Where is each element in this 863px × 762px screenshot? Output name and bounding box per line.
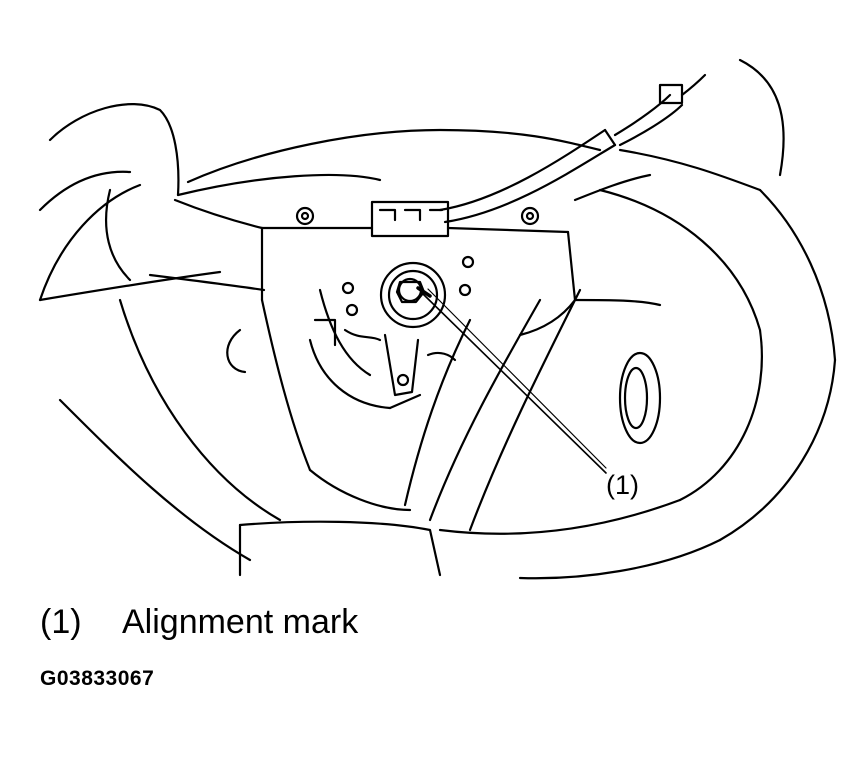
hub-plate [260, 206, 577, 512]
right-spoke [573, 173, 662, 445]
wire-harness [438, 73, 707, 224]
legend: (1) Alignment mark [40, 603, 358, 642]
callout-label: (1) [606, 470, 639, 500]
steering-shaft-nut [379, 261, 447, 329]
clock-spring [308, 288, 457, 410]
alignment-mark [416, 286, 432, 298]
left-spoke [148, 198, 266, 374]
callout-leader-line-2 [427, 288, 607, 469]
steering-wheel-rim [38, 58, 837, 580]
legend-text: Alignment mark [122, 603, 359, 641]
steering-wheel-diagram [38, 58, 837, 580]
callout-leader-line [421, 292, 607, 474]
legend-number: (1) [40, 603, 82, 641]
figure-code: G03833067 [40, 667, 155, 690]
connector-block [370, 200, 450, 238]
lower-spoke [238, 288, 582, 577]
